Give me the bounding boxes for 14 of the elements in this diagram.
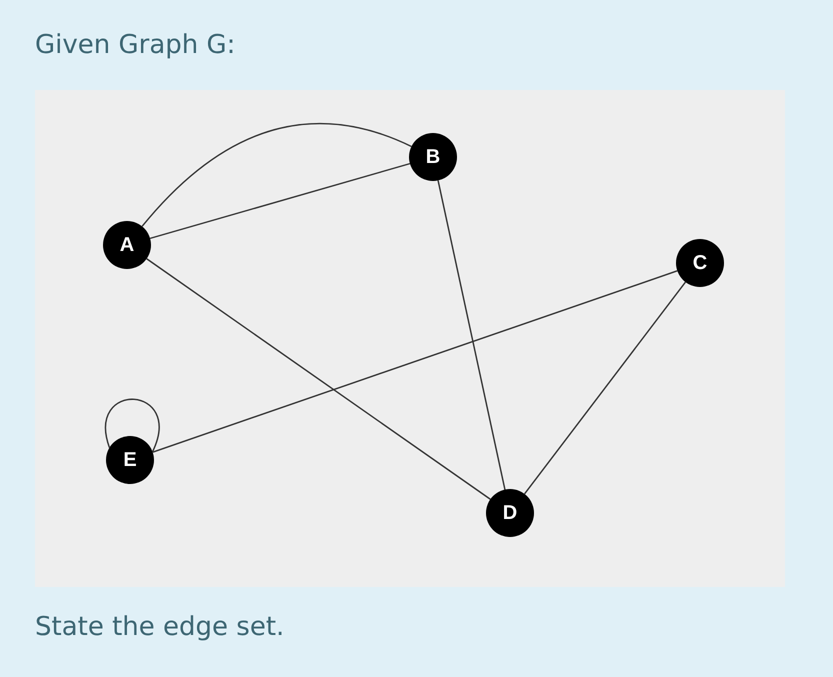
vertex-circle: D [486, 489, 534, 537]
edge-line [150, 162, 410, 240]
vertex-circle: B [409, 133, 457, 181]
vertex-circle: C [676, 239, 724, 287]
heading: Given Graph G: [35, 30, 236, 60]
edge-line [437, 180, 506, 490]
edge-line [152, 270, 678, 453]
vertex-circle: E [106, 436, 154, 484]
caption: State the edge set. [35, 612, 284, 642]
edge-line [146, 258, 491, 500]
vertex-circle: A [103, 221, 151, 269]
self-loop [105, 398, 160, 452]
edge-line [142, 122, 412, 227]
edge-line [524, 282, 686, 494]
